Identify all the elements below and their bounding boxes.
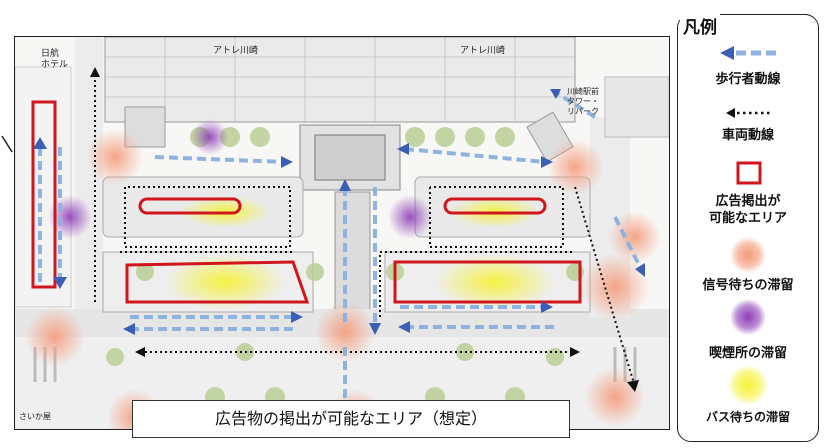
smoking-zones [48, 119, 432, 239]
signal-wait-swatch-icon [730, 237, 766, 273]
signal-wait-zones [25, 129, 661, 429]
tower-label: 川崎駅前 タワー・ リバーク [567, 87, 599, 116]
legend-panel: 凡例 歩行者動線 車両動線 広告掲出が 可能なエリア 信号待ちの滞留 喫煙所の滞… [677, 13, 819, 442]
vehicle-arrow-icon [726, 108, 772, 118]
pedestrian-flow [38, 90, 642, 429]
bus-wait-swatch-icon [728, 365, 768, 405]
legend-smoking-label: 喫煙所の滞留 [708, 346, 787, 361]
atre-label-left: アトレ川崎 [213, 46, 259, 56]
station-building [104, 37, 576, 123]
ad-area-square-icon [736, 161, 762, 185]
ad-areas [31, 100, 582, 304]
pointer-mark [1, 135, 13, 153]
legend-title: 凡例 [680, 13, 720, 38]
station-area-map: 日航 ホテル アトレ川崎 アトレ川崎 川崎駅前 タワー・ リバーク さいか屋 [14, 36, 670, 430]
smoking-swatch-icon [730, 299, 766, 335]
bus-wait-zones [165, 196, 555, 310]
legend-signal-wait-label: 信号待ちの滞留 [702, 278, 794, 293]
map-svg [15, 37, 669, 429]
pedestrian-arrow-icon [720, 46, 776, 60]
legend-pedestrian-label: 歩行者動線 [715, 72, 781, 87]
legend-bus-wait-label: バス待ちの滞留 [705, 410, 790, 424]
saikaya-label: さいか屋 [19, 412, 51, 421]
vehicle-flow [94, 72, 636, 388]
legend-ad-area-label: 広告掲出が 可能なエリア [708, 194, 787, 226]
legend-vehicle-label: 車両動線 [721, 128, 774, 143]
nikko-hotel-label: 日航 ホテル [41, 49, 69, 70]
atre-label-right: アトレ川崎 [460, 46, 506, 56]
caption-box: 広告物の掲出が可能なエリア（想定） [132, 400, 570, 438]
